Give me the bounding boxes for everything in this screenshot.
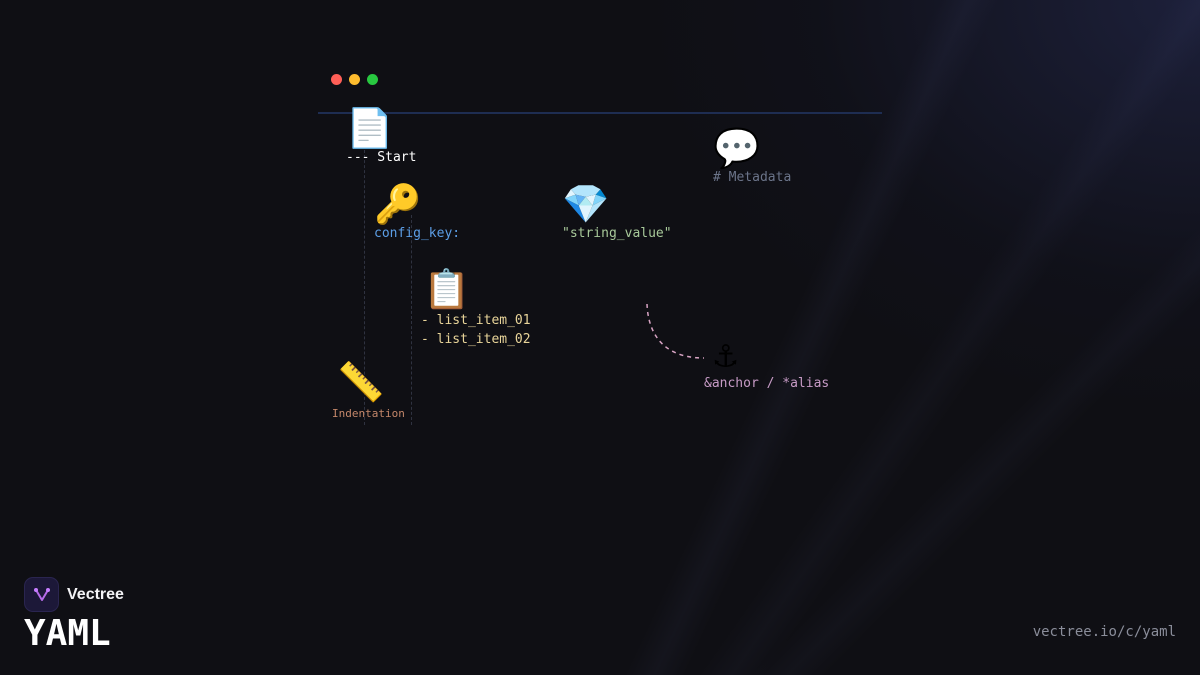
titlebar-divider bbox=[318, 112, 882, 114]
ruler-icon: 📏 bbox=[337, 360, 385, 404]
brand-name: Vectree bbox=[67, 585, 124, 603]
indent-guide-1 bbox=[364, 150, 365, 425]
vectree-logo-icon bbox=[24, 577, 59, 612]
speech-bubble-icon: 💬 bbox=[713, 126, 761, 170]
list-item: - list_item_01 bbox=[421, 313, 531, 328]
gem-icon: 💎 bbox=[562, 182, 610, 226]
metadata-label: # Metadata bbox=[713, 170, 792, 185]
key-icon: 🔑 bbox=[374, 182, 422, 226]
anchor-label: &anchor / *alias bbox=[704, 376, 830, 391]
indentation-node: 📏 Indentation bbox=[332, 360, 405, 420]
metadata-node: 💬 # Metadata bbox=[713, 126, 791, 185]
config-key-node: 🔑 config_key: bbox=[374, 182, 460, 241]
brand: Vectree bbox=[24, 577, 124, 612]
start-label: --- Start bbox=[346, 150, 417, 165]
close-dot[interactable] bbox=[331, 74, 342, 85]
list-item: - list_item_02 bbox=[421, 332, 531, 347]
document-icon: 📄 bbox=[346, 106, 394, 150]
page-title: YAML bbox=[24, 613, 111, 654]
anchor-icon: ⚓ bbox=[714, 332, 737, 376]
clipboard-icon: 📋 bbox=[423, 267, 471, 311]
list-node: 📋 - list_item_01 - list_item_02 bbox=[421, 267, 531, 349]
window-controls bbox=[331, 74, 378, 85]
footer-url[interactable]: vectree.io/c/yaml bbox=[1032, 624, 1176, 640]
maximize-dot[interactable] bbox=[367, 74, 378, 85]
indent-guide-2 bbox=[411, 215, 412, 425]
start-node: 📄 --- Start bbox=[346, 106, 416, 165]
string-value-node: 💎 "string_value" bbox=[562, 182, 672, 241]
config-key-label: config_key: bbox=[374, 226, 461, 241]
string-value-label: "string_value" bbox=[562, 226, 672, 241]
anchor-node: ⚓ &anchor / *alias bbox=[704, 332, 829, 391]
indentation-label: Indentation bbox=[332, 407, 405, 420]
minimize-dot[interactable] bbox=[349, 74, 360, 85]
